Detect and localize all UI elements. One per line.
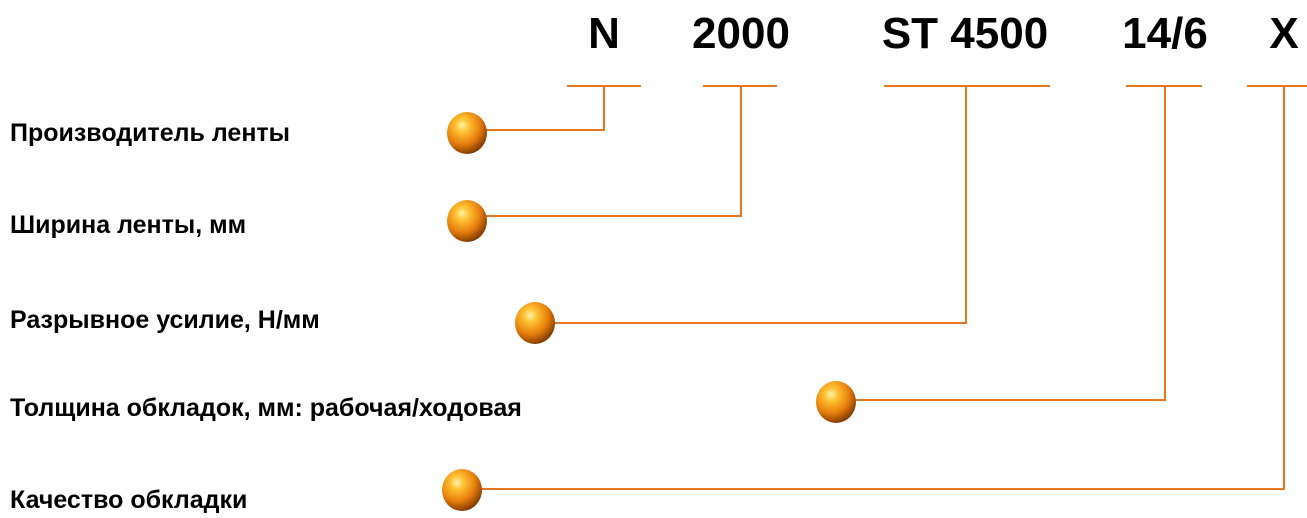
connectors (478, 86, 1285, 490)
orange-sphere-icon (816, 381, 856, 423)
connector-quality (478, 86, 1285, 490)
code-part-quality: X (1269, 9, 1298, 58)
code-row: N 2000 ST 4500 14/6 X (588, 9, 1299, 58)
label-quality: Качество обкладки (10, 486, 247, 514)
orange-sphere-icon (442, 469, 482, 511)
orange-sphere-icon (447, 112, 487, 154)
orange-sphere-icon (447, 200, 487, 242)
connector-strength (552, 86, 967, 324)
code-part-strength: ST 4500 (882, 9, 1048, 58)
connector-thickness (852, 86, 1166, 401)
legend-labels: Производитель ленты Ширина ленты, мм Раз… (10, 119, 522, 514)
orange-sphere-icon (515, 302, 555, 344)
connector-manufacturer (482, 86, 605, 131)
label-manufacturer: Производитель ленты (10, 119, 290, 147)
label-thickness: Толщина обкладок, мм: рабочая/ходовая (10, 394, 522, 422)
label-width: Ширина ленты, мм (10, 211, 246, 239)
bullets (442, 112, 856, 511)
label-strength: Разрывное усилие, Н/мм (10, 306, 320, 334)
code-part-manufacturer: N (588, 9, 620, 58)
code-part-thickness: 14/6 (1122, 9, 1208, 58)
code-part-width: 2000 (692, 9, 790, 58)
connector-width (482, 86, 742, 217)
